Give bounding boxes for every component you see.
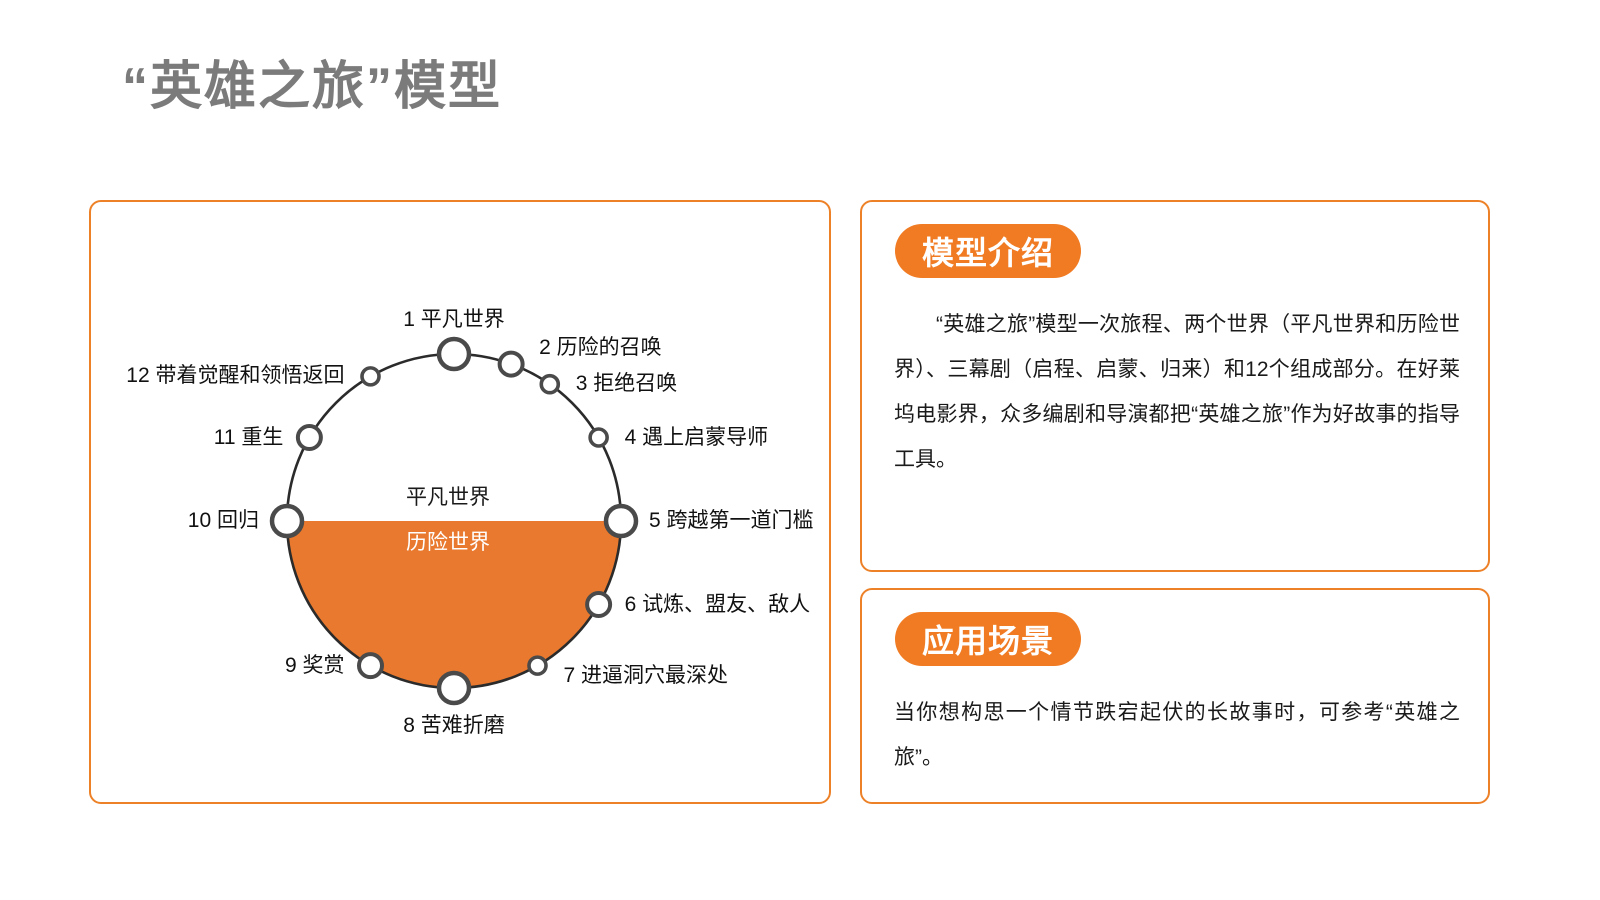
model-intro-panel: 模型介绍 “英雄之旅”模型一次旅程、两个世界（平凡世界和历险世界）、三幕剧（启程… [860, 200, 1490, 572]
usage-scenario-panel: 应用场景 当你想构思一个情节跌宕起伏的长故事时，可参考“英雄之旅”。 [860, 588, 1490, 804]
journey-node-label-2: 2 历险的召唤 [539, 336, 662, 360]
model-intro-badge: 模型介绍 [895, 224, 1081, 278]
journey-node-9[interactable] [357, 652, 384, 680]
journey-node-5[interactable] [603, 503, 639, 539]
journey-node-label-1: 1 平凡世界 [403, 308, 505, 331]
journey-node-label-9: 9 奖赏 [284, 653, 345, 677]
journey-node-label-12: 12 带着觉醒和领悟返回 [126, 364, 345, 388]
hero-journey-wheel [269, 336, 639, 706]
special-world-label: 历险世界 [406, 531, 490, 554]
usage-scenario-badge: 应用场景 [895, 612, 1081, 666]
journey-node-label-5: 5 跨越第一道门槛 [649, 509, 814, 532]
diagram-panel: 1 平凡世界 2 历险的召唤 3 拒绝召唤 4 遇上启蒙导师 5 跨越第一道门槛 6 试炼… [89, 200, 831, 804]
journey-node-label-10: 10 回归 [187, 509, 259, 532]
journey-node-4[interactable] [588, 427, 609, 448]
journey-node-label-3: 3 拒绝召唤 [575, 372, 678, 396]
journey-node-label-11: 11 重生 [213, 425, 284, 449]
journey-node-2[interactable] [497, 350, 525, 378]
journey-node-6[interactable] [585, 591, 613, 618]
journey-node-label-4: 4 遇上启蒙导师 [624, 425, 769, 449]
ordinary-world-label: 平凡世界 [406, 486, 490, 509]
journey-node-label-6: 6 试炼、盟友、敌人 [624, 592, 811, 616]
journey-node-3[interactable] [539, 373, 561, 395]
journey-node-label-7: 7 进逼洞穴最深处 [563, 663, 729, 687]
journey-node-12[interactable] [360, 366, 381, 387]
journey-node-7[interactable] [527, 655, 548, 676]
usage-scenario-text: 当你想构思一个情节跌宕起伏的长故事时，可参考“英雄之旅”。 [894, 701, 1460, 769]
journey-node-10[interactable] [269, 503, 305, 539]
page-title: “英雄之旅”模型 [122, 58, 503, 116]
journey-node-label-8: 8 苦难折磨 [403, 714, 505, 737]
journey-node-11[interactable] [295, 424, 323, 451]
model-intro-text: “英雄之旅”模型一次旅程、两个世界（平凡世界和历险世界）、三幕剧（启程、启蒙、归… [894, 313, 1460, 471]
journey-node-1[interactable] [436, 336, 472, 372]
special-world-region [287, 521, 621, 688]
journey-node-8[interactable] [436, 670, 472, 706]
